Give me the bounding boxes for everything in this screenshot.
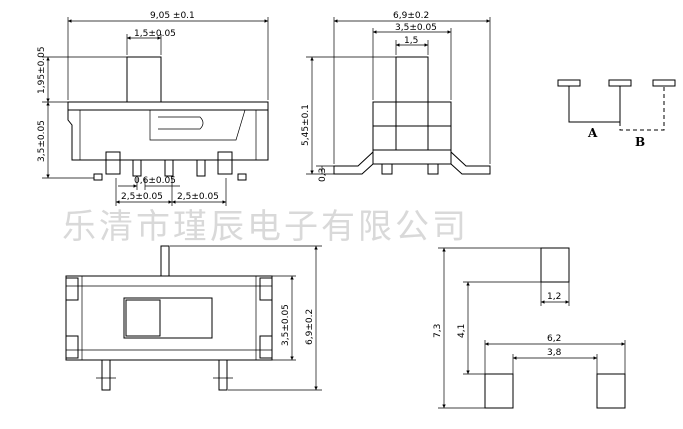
front-top-rail	[67, 101, 269, 111]
front-pin-1	[132, 159, 142, 177]
pcb-footprint: 1,2 4,1 7,3 6,2 3,8	[433, 247, 626, 409]
front-pin-2	[164, 159, 174, 177]
top-actuator	[125, 299, 161, 337]
schematic-path-b	[619, 86, 665, 131]
side-left-foot	[333, 151, 374, 175]
top-actuator-slot	[123, 297, 213, 339]
footprint-pad-bottom-left	[484, 373, 514, 409]
footprint-overall-height-dim: 7,3	[433, 324, 443, 338]
watermark-text: 乐清市瑾辰电子有限公司	[62, 207, 469, 247]
side-right-foot	[450, 151, 491, 175]
schematic-label-a: A	[587, 126, 598, 140]
side-view: 6,9±0.2 3,5±0.05 1,5 5,45±0.1 0,3	[301, 11, 491, 182]
top-tab-bl	[65, 335, 79, 359]
top-tab-br	[259, 335, 273, 359]
footprint-pad-width-dim: 1,2	[547, 292, 561, 302]
footprint-inner-gap-dim: 4,1	[457, 324, 467, 338]
front-pitch-left-dim: 2,5±0.05	[121, 192, 163, 202]
schematic-terminal-1	[557, 79, 581, 87]
schematic-terminal-2	[608, 79, 632, 87]
footprint-inner-span-dim: 3,8	[547, 348, 562, 358]
front-pin-3	[196, 159, 206, 177]
front-body	[67, 109, 269, 161]
switch-schematic: A B	[557, 79, 676, 149]
top-body	[65, 275, 273, 361]
top-pin-top	[160, 245, 170, 277]
side-width-dim: 6,9±0.2	[393, 11, 429, 21]
side-actuator-width-dim: 1,5	[404, 36, 418, 46]
side-base	[372, 149, 452, 165]
front-body-height-dim: 3,5±0.05	[37, 120, 47, 162]
footprint-pad-bottom-right	[596, 373, 626, 409]
top-pin-bottom-right	[218, 359, 228, 391]
front-actuator-height-dim: 1,95±0.05	[37, 46, 47, 94]
front-width-dim: 9,05 ±0.1	[150, 11, 195, 21]
footprint-pad-top	[540, 247, 570, 283]
schematic-path-a	[568, 86, 621, 123]
side-height-dim: 5,45±0.1	[301, 104, 311, 146]
schematic-terminal-3	[652, 79, 676, 87]
front-slot	[158, 116, 204, 130]
side-inner-width-dim: 3,5±0.05	[395, 23, 437, 33]
top-view: 3,5±0.05 6,9±0.2	[65, 245, 322, 391]
side-foot-height-dim: 0,3	[318, 168, 328, 182]
front-left-tab	[105, 151, 121, 175]
front-actuator-width-dim: 1,5±0.05	[134, 29, 176, 39]
front-pitch-right-dim: 2,5±0.05	[177, 192, 219, 202]
top-pin-bottom-left	[101, 359, 111, 391]
top-overall-width-dim: 6,9±0.2	[305, 309, 315, 345]
front-right-tab	[217, 151, 233, 175]
footprint-outer-span-dim: 6,2	[547, 334, 561, 344]
front-view: 9,05 ±0.1 1,5±0.05 1,95±0.05 3,5±0.05 0,…	[37, 11, 269, 206]
schematic-label-b: B	[635, 135, 645, 149]
front-actuator	[126, 56, 162, 103]
top-tab-tl	[65, 277, 79, 301]
side-actuator	[395, 56, 429, 103]
top-tab-tr	[259, 277, 273, 301]
side-body	[372, 101, 452, 127]
front-pin-width-dim: 0,6±0.05	[134, 176, 176, 186]
top-body-width-dim: 3,5±0.05	[281, 304, 291, 346]
